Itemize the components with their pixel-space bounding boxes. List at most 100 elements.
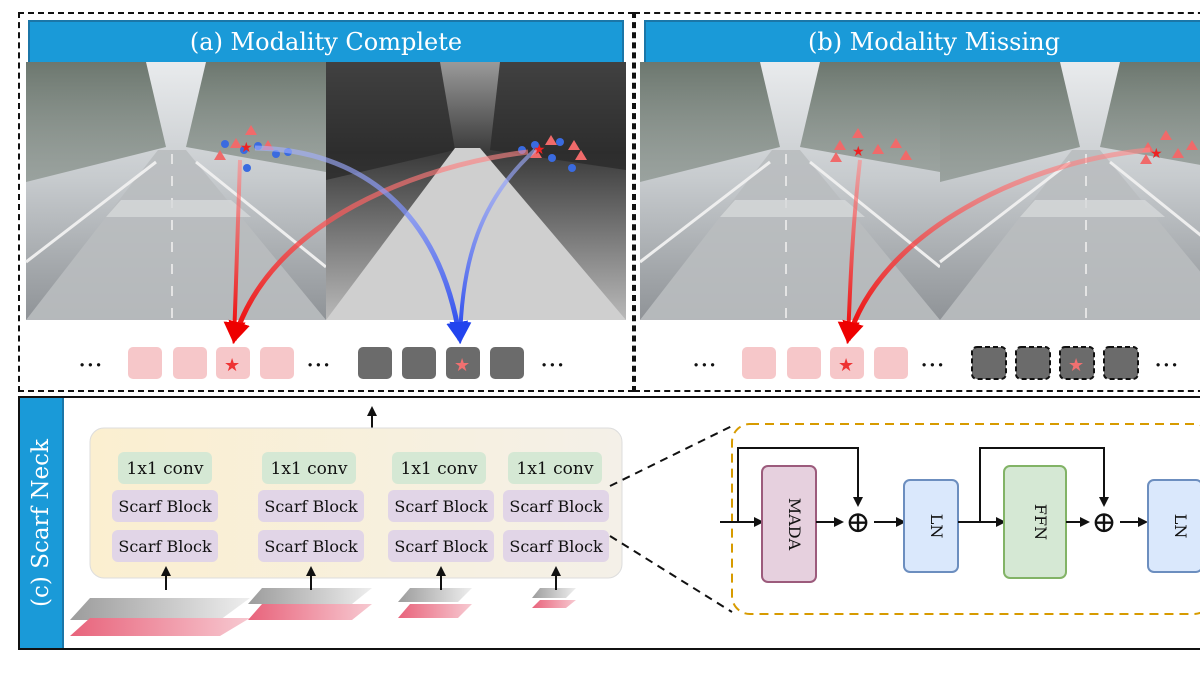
scarf-block-box [388,530,494,562]
ln-box-2 [1147,479,1200,573]
ln-box-1 [903,479,959,573]
rgb-image-b2 [938,60,1200,322]
conv-box [118,452,212,484]
ellipsis-right-a: ··· [540,351,565,381]
scarf-block-box [503,490,609,522]
missing-token [971,346,1007,380]
conv-label: 1x1 conv [127,459,204,479]
scarf-block-box [112,530,218,562]
rgb-detections-b1: ★ [830,128,912,162]
feature-map-grey [70,598,250,620]
ellipsis-mid-b: ··· [920,351,945,381]
scarf-block-box [112,490,218,522]
svg-text:★: ★ [852,144,865,160]
scarf-block-detail [731,423,1200,615]
missing-to-token-arrow-b [842,147,1151,344]
thermal-image-a [326,62,626,320]
scarf-block-label: Scarf Block [509,537,603,556]
svg-text:★: ★ [240,140,253,156]
token-row-b: ··· ★ ··· ★ ··· [692,346,1179,381]
panel-modality-missing: (b) Modality Missing [634,12,1200,392]
ellipsis-left-a: ··· [78,351,103,381]
neck-column-2: 1x1 conv Scarf Block Scarf Block [258,452,364,562]
conv-label: 1x1 conv [517,459,594,479]
neck-column-1: 1x1 conv Scarf Block Scarf Block [112,452,218,562]
ffn-label: FFN [1031,504,1050,540]
scarf-block-label: Scarf Block [264,537,358,556]
feature-map-grey [248,588,372,604]
rgb-token-selected [830,347,864,379]
missing-token-selected [1059,346,1095,380]
feature-map-pink [398,604,472,618]
scarf-block-label: Scarf Block [118,497,212,516]
ln-label-2: LN [1171,514,1190,539]
svg-text:★: ★ [1150,146,1163,162]
scarf-block-label: Scarf Block [394,497,488,516]
missing-token [1015,346,1051,380]
rgb-to-thermal-token-arrow-a [254,145,469,344]
thermal-token [358,347,392,379]
rgb-token-selected [216,347,250,379]
panel-c-title-bar: (c) Scarf Neck [20,398,64,648]
svg-text:★: ★ [533,142,546,158]
panel-b-title: (b) Modality Missing [644,20,1200,64]
scarf-block-label: Scarf Block [509,497,603,516]
detail-flow: MADA ⊕ LN FFN ⊕ LN [720,447,1200,583]
rgb-token [742,347,776,379]
ln-label-1: LN [927,514,946,539]
thermal-token-star: ★ [454,355,470,376]
conv-box [262,452,356,484]
neck-column-3: 1x1 conv Scarf Block Scarf Block [388,452,494,562]
ellipsis-right-b: ··· [1154,351,1179,381]
skip-connection-1 [737,447,863,522]
rgb-token [173,347,207,379]
rgb-token-star: ★ [224,355,240,376]
feature-map-pink [248,604,372,620]
skip-connection-2 [979,447,1109,522]
mada-label: MADA [785,498,804,551]
rgb-token [874,347,908,379]
thermal-to-token-arrow-a [449,148,537,344]
rgb-token [260,347,294,379]
feature-map-pink [532,600,576,608]
thermal-to-rgb-token-arrow-a [228,149,529,344]
conv-label: 1x1 conv [401,459,478,479]
zoom-line-bottom [609,535,733,613]
thermal-token-selected [446,347,480,379]
missing-token-star: ★ [1068,355,1084,376]
feature-map-pink [70,618,250,636]
missing-token [1103,346,1139,380]
scarf-block-box [258,490,364,522]
scarf-block-label: Scarf Block [394,537,488,556]
rgb-token-star: ★ [838,355,854,376]
token-row-a: ··· ★ ··· ★ ··· [78,347,565,381]
plus-1: ⊕ [845,505,870,540]
panel-scarf-neck: (c) Scarf Neck [18,396,1200,650]
ellipsis-mid-a: ··· [306,351,331,381]
feature-map-grey [532,588,576,598]
rgb-image-b1 [638,60,942,322]
conv-box [508,452,602,484]
mada-box [761,465,817,583]
rgb-detections-a: ★ [214,125,292,172]
ellipsis-left-b: ··· [692,351,717,381]
rgb-token [787,347,821,379]
feature-map-grey [398,588,472,602]
conv-box [392,452,486,484]
scarf-block-box [258,530,364,562]
neck-column-4: 1x1 conv Scarf Block Scarf Block [503,452,609,562]
rgb-image-a [24,60,328,322]
rgb-token [128,347,162,379]
scarf-block-label: Scarf Block [118,537,212,556]
feature-maps [70,588,576,636]
thermal-token [402,347,436,379]
thermal-token [490,347,524,379]
zoom-line-top [609,425,733,487]
scarf-block-box [388,490,494,522]
conv-label: 1x1 conv [271,459,348,479]
rgb-to-token-arrow-a [223,159,246,344]
plus-2: ⊕ [1091,505,1116,540]
scarf-block-label: Scarf Block [264,497,358,516]
